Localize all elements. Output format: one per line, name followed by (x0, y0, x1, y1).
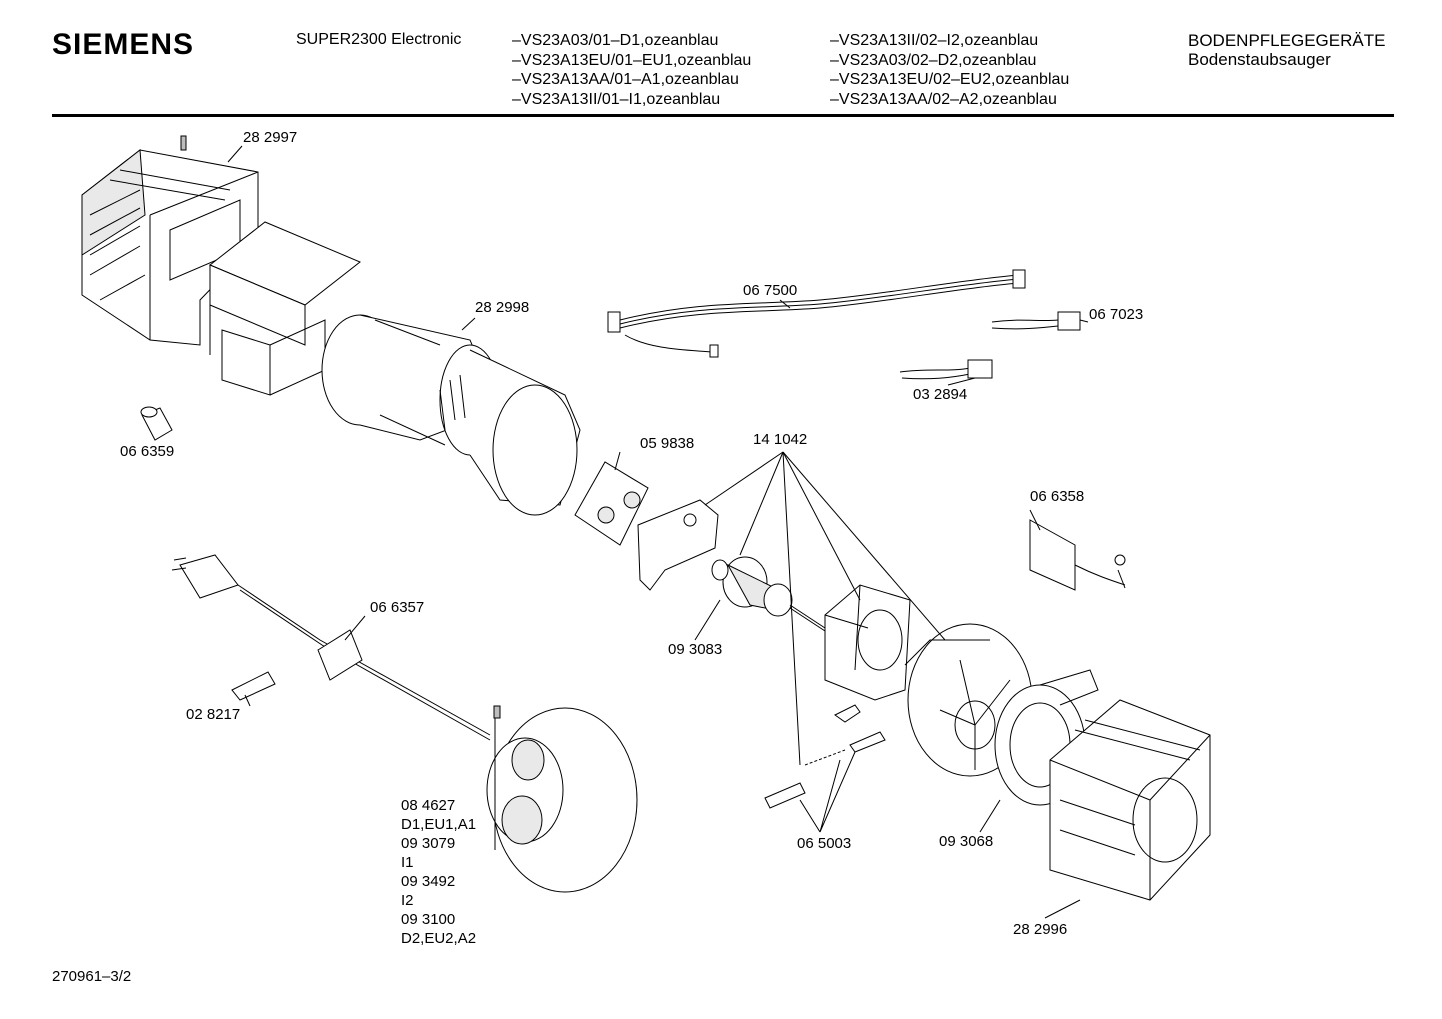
siemens-logo: SIEMENS (52, 28, 195, 61)
variant-item: –VS23A13EU/02–EU2,ozeanblau (830, 71, 1070, 88)
cord-clamp-part (317, 629, 363, 681)
connector-part-b (899, 359, 993, 380)
reel-variant-list: 08 4627 D1,EU1,A1 09 3079 I1 09 3492 I2 … (401, 797, 476, 947)
reel-variant: D2,EU2,A2 (401, 930, 476, 947)
small-cap-part (140, 406, 173, 441)
cable-harness-part (607, 269, 1026, 358)
part-label: 28 2998 (475, 299, 529, 316)
variant-item: –VS23A03/01–D1,ozeanblau (512, 32, 719, 49)
part-label: 06 6358 (1030, 488, 1084, 505)
leader-lines (227, 145, 1089, 919)
part-label: 02 8217 (186, 706, 240, 723)
part-label: 03 2894 (913, 386, 967, 403)
pin-part (231, 671, 276, 701)
reel-variant: 09 3492 (401, 873, 455, 890)
part-label: 06 7023 (1089, 306, 1143, 323)
reel-variant: 08 4627 (401, 797, 455, 814)
variant-list-2: –VS23A13II/02–I2,ozeanblau –VS23A03/02–D… (830, 31, 1069, 109)
armature-part (711, 556, 826, 632)
reel-variant: D1,EU1,A1 (401, 816, 476, 833)
variant-item: –VS23A03/02–D2,ozeanblau (830, 51, 1037, 69)
variant-item: –VS23A13AA/02–A2,ozeanblau (830, 90, 1057, 108)
part-label: 06 6359 (120, 443, 174, 460)
variant-item: –VS23A13EU/01–EU1,ozeanblau (512, 51, 752, 69)
variant-list-1: –VS23A03/01–D1,ozeanblau –VS23A13EU/01–E… (512, 31, 751, 109)
part-labels: 28 2997 28 2998 06 6359 06 7500 06 7023 … (120, 129, 1143, 938)
holder-part (574, 461, 649, 546)
category: BODENPFLEGEGERÄTE Bodenstaubsauger (1188, 31, 1385, 69)
brush-set-part (764, 704, 886, 809)
drawing-number: 270961–3/2 (52, 968, 132, 985)
filter-cylinder-part (321, 314, 581, 516)
part-label: 09 3083 (668, 641, 722, 658)
power-cord-part (171, 554, 491, 741)
header-divider (52, 114, 1394, 117)
part-label: 28 2997 (243, 129, 297, 146)
part-label: 28 2996 (1013, 921, 1067, 938)
rear-frame-part (81, 135, 259, 346)
part-label: 06 5003 (797, 835, 851, 852)
part-label: 14 1042 (753, 431, 807, 448)
category-subtitle: Bodenstaubsauger (1188, 50, 1331, 69)
part-label: 06 7500 (743, 282, 797, 299)
variant-item: –VS23A13II/01–I1,ozeanblau (512, 90, 721, 108)
variant-item: –VS23A13AA/01–A1,ozeanblau (512, 71, 739, 88)
reel-variant: 09 3079 (401, 835, 455, 852)
connector-part-a (991, 311, 1081, 331)
cable-reel-part (486, 705, 638, 893)
reel-variant: I1 (401, 854, 414, 871)
bracket-plate-part (637, 499, 719, 591)
part-label: 09 3068 (939, 833, 993, 850)
reel-variant: 09 3100 (401, 911, 455, 928)
part-label: 05 9838 (640, 435, 694, 452)
category-title: BODENPFLEGEGERÄTE (1188, 31, 1386, 50)
stator-part (824, 584, 911, 701)
reel-variant: I2 (401, 892, 414, 909)
front-frame-part (1049, 699, 1211, 901)
model-name: SUPER2300 Electronic (296, 31, 462, 48)
part-label: 06 6357 (370, 599, 424, 616)
motor-cover-part (209, 221, 361, 396)
variant-item: –VS23A13II/02–I2,ozeanblau (830, 32, 1039, 49)
sensor-bracket-part (1029, 519, 1126, 591)
